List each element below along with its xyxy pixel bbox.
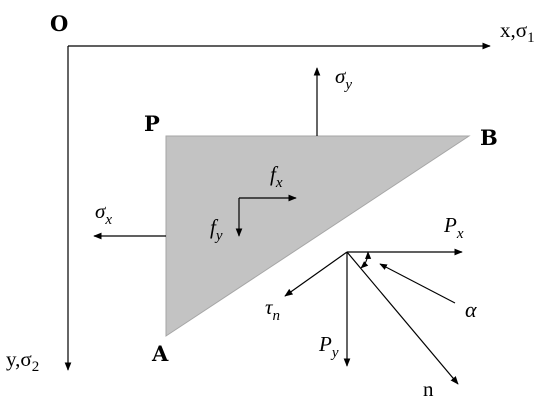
sigma-y-label: σy <box>335 64 352 93</box>
alpha-pointer-arrow <box>379 263 456 304</box>
normal-n-label: n <box>423 377 434 401</box>
alpha-label: α <box>465 297 477 322</box>
sigma-x-label: σx <box>95 199 112 228</box>
f-x-label: fx <box>270 162 283 191</box>
point-b-label: B <box>480 125 498 150</box>
tau-n-label: τn <box>265 295 280 324</box>
x-axis-label: x,σ1 <box>500 18 535 46</box>
alpha-angle-arc <box>360 251 372 269</box>
y-axis-label: y,σ2 <box>6 347 39 375</box>
origin-label: O <box>50 11 68 36</box>
point-p-label: P <box>144 111 160 136</box>
p-x-label: Px <box>443 213 464 242</box>
point-a-label: A <box>151 341 169 366</box>
p-y-label: Py <box>318 332 339 361</box>
f-y-label: fy <box>210 215 223 244</box>
tau-n-arrow <box>284 251 348 297</box>
normal-n-arrow <box>346 251 459 385</box>
